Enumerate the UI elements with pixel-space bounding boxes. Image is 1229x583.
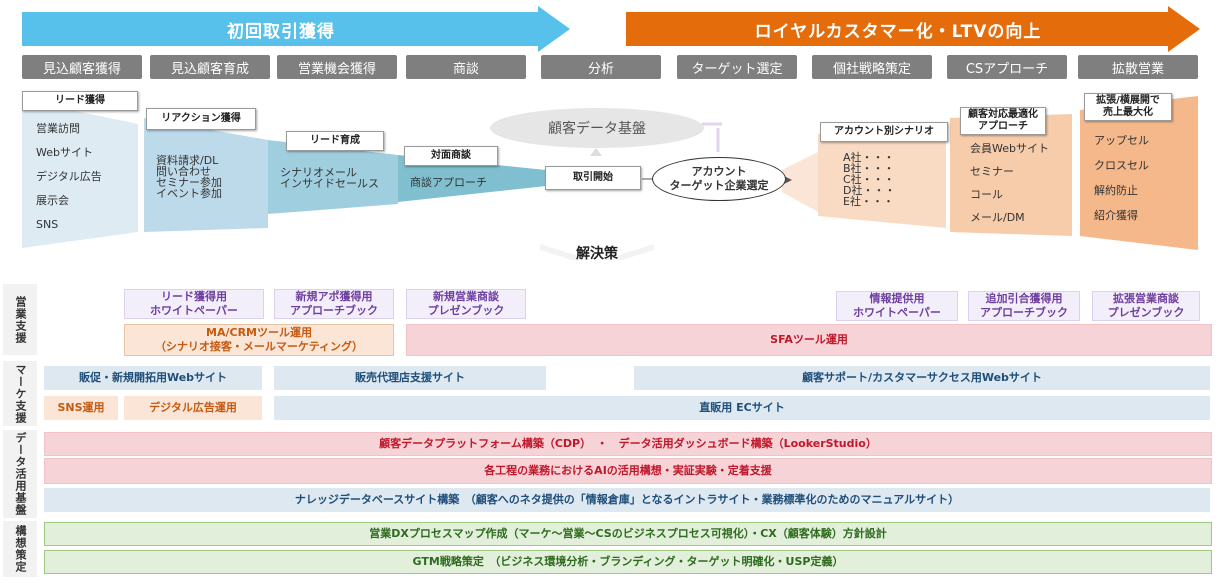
list-item: 会員Webサイト — [970, 142, 1049, 155]
list-item: クロスセル — [1094, 159, 1149, 172]
list-item: 展示会 — [36, 194, 69, 207]
customer-data-platform: 顧客データ基盤 — [490, 108, 704, 148]
list-item: セミナー — [970, 165, 1014, 178]
promo-website: 販促・新規開拓用Webサイト — [44, 366, 262, 390]
section-marketing-support: マーケ支援 — [3, 361, 37, 426]
list-item: D社・・・ — [843, 184, 896, 197]
funnel-reaction — [144, 118, 268, 232]
list-item: アップセル — [1094, 134, 1149, 147]
stage-cs-approach: CSアプローチ — [947, 55, 1067, 79]
funnel-expand — [1080, 96, 1198, 250]
dx-process-map: 営業DXプロセスマップ作成（マーケ～営業～CSのビジネスプロセス可視化）・CX（… — [44, 522, 1212, 546]
scenario-items: A社・・・ B社・・・ C社・・・ D社・・・ E社・・・ — [843, 152, 895, 207]
meeting-items: 商談アプローチ — [410, 177, 487, 188]
approach-items: 会員Webサイト セミナー コール メール/DM — [970, 143, 1049, 223]
label-approach: 顧客対応最適化 アプローチ — [960, 107, 1046, 135]
funnel-lead — [22, 100, 138, 248]
label-reaction: リアクション獲得 — [146, 108, 256, 130]
list-item: SNS — [36, 218, 59, 231]
list-item: 商談アプローチ — [410, 176, 487, 189]
list-item: セミナー参加 — [156, 176, 222, 189]
label-scenario: アカウント別シナリオ — [820, 122, 948, 142]
phase-arrow-first-deal: 初回取引獲得 — [22, 6, 570, 52]
list-item: 営業訪問 — [36, 122, 80, 135]
sfa-operation: SFAツール運用 — [406, 324, 1212, 356]
lead-items: 営業訪問 Webサイト デジタル広告 展示会 SNS — [36, 123, 102, 230]
list-item: E社・・・ — [843, 195, 894, 208]
list-item: Webサイト — [36, 146, 93, 159]
stage-expansion: 拡散営業 — [1078, 55, 1198, 79]
list-item: コール — [970, 188, 1003, 201]
section-concept: 構想策定 — [3, 521, 37, 577]
account-target-line1: アカウント — [691, 165, 747, 179]
list-item: 資料請求/DL — [156, 154, 219, 167]
section-sales-support: 営業支援 — [3, 284, 37, 355]
list-item: B社・・・ — [843, 162, 895, 175]
stage-negotiation: 商談 — [406, 55, 526, 79]
approach-book-additional: 追加引合獲得用 アプローチブック — [968, 291, 1080, 321]
phase-label: 初回取引獲得 — [227, 21, 335, 42]
expand-items: アップセル クロスセル 解約防止 紹介獲得 — [1094, 135, 1149, 221]
label-lead: リード獲得 — [22, 91, 138, 111]
agency-support-site: 販売代理店支援サイト — [274, 366, 546, 390]
list-item: A社・・・ — [843, 151, 895, 164]
funnel-diagram — [22, 96, 1198, 260]
stage-target-selection: ターゲット選定 — [677, 55, 797, 79]
label-meeting: 対面商談 — [404, 146, 498, 166]
list-item: C社・・・ — [843, 173, 895, 186]
stage-account-strategy: 個社戦略策定 — [812, 55, 932, 79]
funnel-meeting — [398, 155, 546, 202]
list-item: イベント参加 — [156, 187, 222, 200]
ma-crm-operation: MA/CRMツール運用 （シナリオ接客・メールマーケティング） — [124, 324, 394, 356]
presen-book-expansion: 拡張営業商談 プレゼンブック — [1092, 291, 1200, 321]
list-item: シナリオメール — [280, 166, 357, 179]
arrow-shape — [626, 6, 1200, 52]
section-data-platform: データ活用基盤 — [3, 430, 37, 518]
funnel-nurture — [268, 140, 398, 214]
list-item: 問い合わせ — [156, 165, 211, 178]
arrow-right-icon — [784, 176, 792, 184]
presen-book-new: 新規営業商談 プレゼンブック — [406, 289, 526, 319]
label-nurture: リード育成 — [286, 131, 384, 151]
cs-website: 顧客サポート/カスタマーサクセス用Webサイト — [634, 366, 1210, 390]
reaction-items: 資料請求/DL 問い合わせ セミナー参加 イベント参加 — [156, 155, 222, 199]
account-target-line2: ターゲット企業選定 — [669, 179, 769, 192]
list-item: インサイドセールス — [280, 177, 379, 190]
list-item: デジタル広告 — [36, 170, 102, 183]
label-expand: 拡張/横展開で 売上最大化 — [1084, 93, 1172, 121]
list-item: 解約防止 — [1094, 184, 1138, 197]
funnel-scenario — [782, 152, 818, 212]
digital-ad-operation: デジタル広告運用 — [124, 396, 262, 420]
whitepaper-lead: リード獲得用 ホワイトペーパー — [124, 289, 264, 319]
funnel-approach — [950, 114, 1072, 236]
arrow-shape — [22, 6, 570, 52]
nurture-items: シナリオメール インサイドセールス — [280, 167, 379, 189]
chevron-down-icon — [540, 244, 654, 260]
gtm-strategy: GTM戦略策定 （ビジネス環境分析・ブランディング・ターゲット明確化・USP定義… — [44, 550, 1212, 574]
connector-arrow-up — [590, 148, 602, 156]
list-item: メール/DM — [970, 211, 1025, 224]
stage-prospect-nurture: 見込顧客育成 — [150, 55, 270, 79]
approach-book-new: 新規アポ獲得用 アプローチブック — [274, 289, 394, 319]
phase-label: ロイヤルカスタマー化・LTVの向上 — [754, 21, 1042, 42]
whitepaper-info: 情報提供用 ホワイトペーパー — [836, 291, 958, 321]
connector-line — [702, 122, 722, 152]
solution-label: 解決策 — [576, 246, 618, 262]
funnel-account — [818, 128, 946, 228]
stage-analysis: 分析 — [541, 55, 661, 79]
knowledge-db: ナレッジデータベースサイト構築 （顧客へのネタ提供の「情報倉庫」となるイントラサ… — [44, 488, 1210, 512]
phase-arrow-loyal: ロイヤルカスタマー化・LTVの向上 — [626, 6, 1200, 52]
ai-utilization: 各工程の業務におけるAIの活用構想・実証実験・定着支援 — [44, 458, 1212, 484]
account-target-ellipse: アカウント ターゲット企業選定 — [652, 157, 786, 201]
stage-prospect-acquisition: 見込顧客獲得 — [22, 55, 142, 79]
ec-site: 直販用 ECサイト — [274, 396, 1210, 420]
stage-opportunity: 営業機会獲得 — [277, 55, 397, 79]
cdp-dashboard: 顧客データプラットフォーム構築（CDP） ・ データ活用ダッシュボード構築（Lo… — [44, 432, 1212, 456]
list-item: 紹介獲得 — [1094, 209, 1138, 222]
deal-start-box: 取引開始 — [545, 166, 641, 190]
sns-operation: SNS運用 — [44, 396, 118, 420]
